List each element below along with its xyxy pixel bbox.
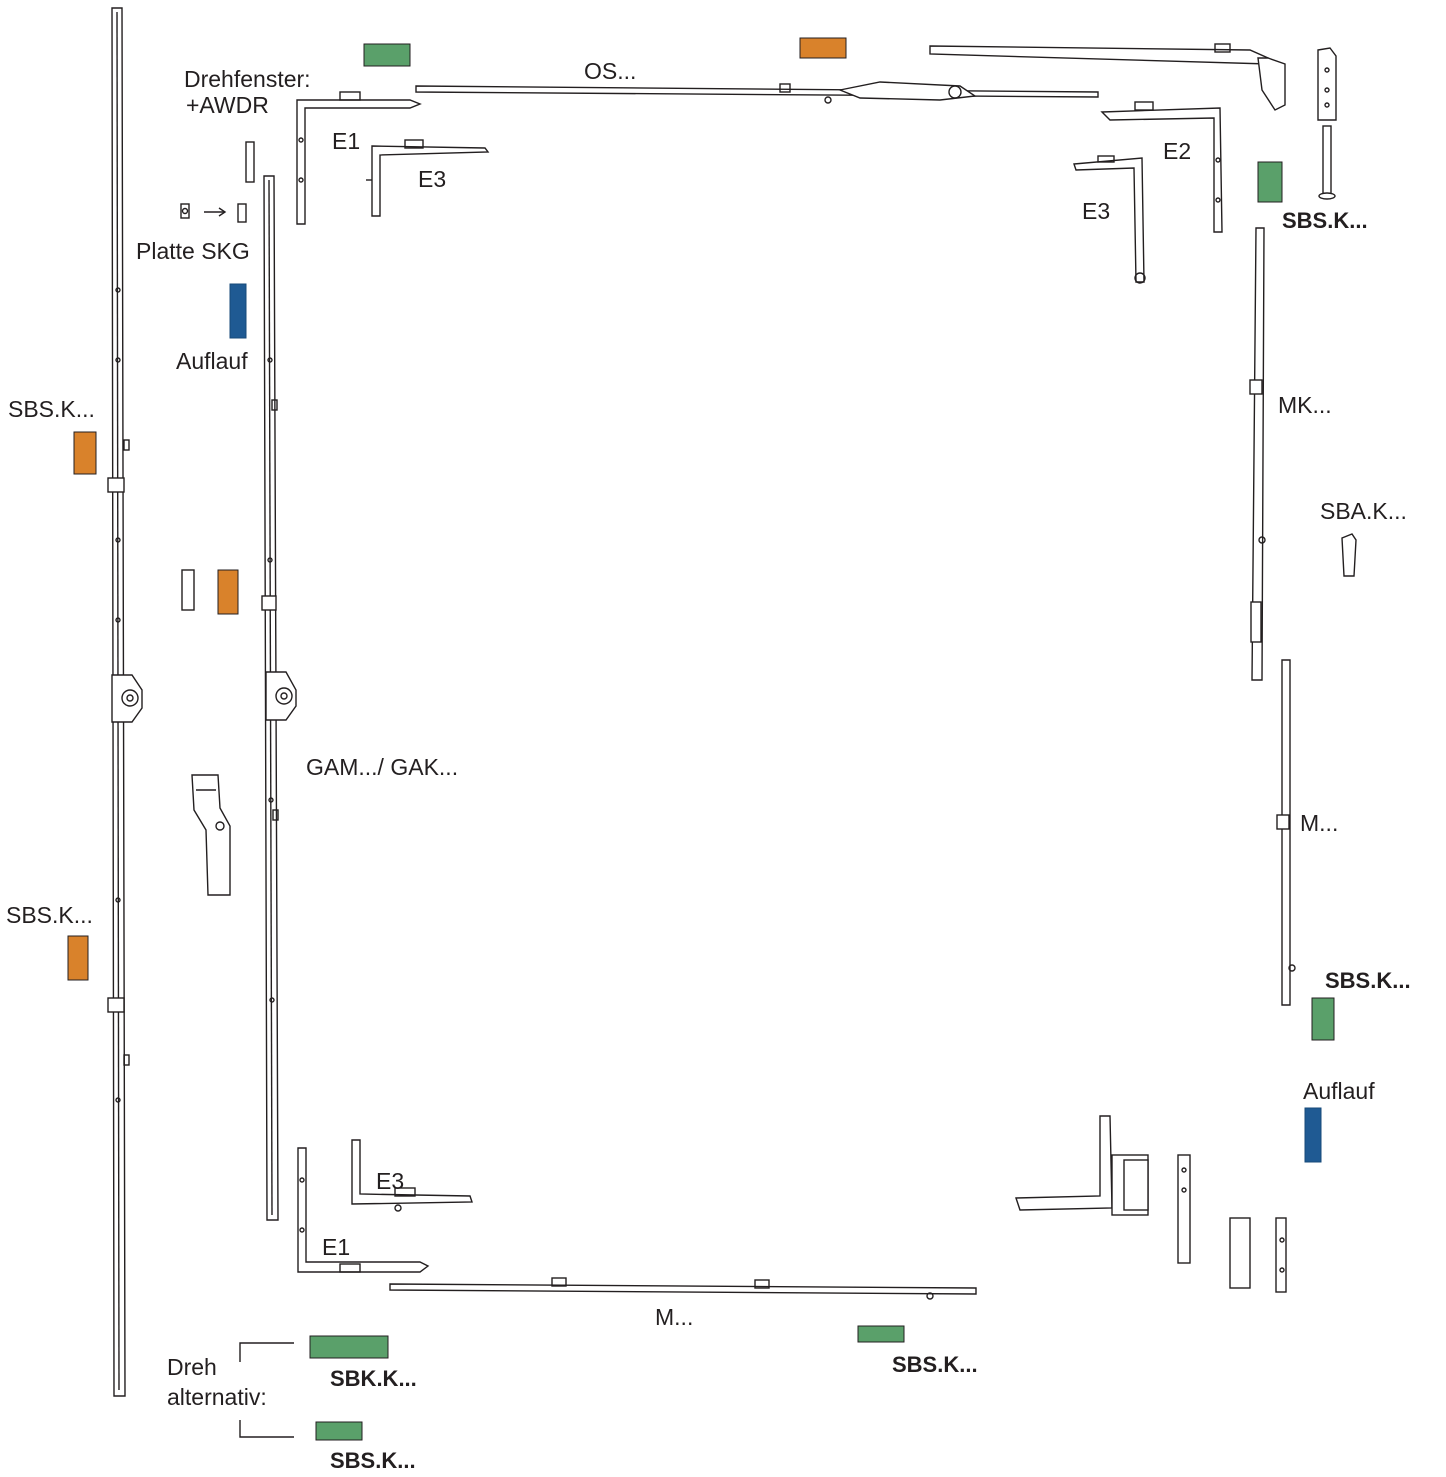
m-bottom-bar — [389, 1277, 977, 1300]
e3-top-left-corner — [366, 139, 490, 217]
orange-part-left-lower — [67, 935, 89, 981]
orange-part-left-upper — [73, 431, 97, 475]
sba-part — [1341, 533, 1357, 577]
label-e3-top-left: E3 — [418, 166, 447, 192]
right-hinge-post — [1317, 47, 1337, 200]
label-sbs-bottom-left: SBS.K... — [330, 1448, 416, 1473]
label-awdr: +AWDR — [186, 92, 269, 118]
m-right-bar — [1276, 659, 1296, 1006]
arrow-right-icon — [204, 207, 227, 217]
label-m-right: M... — [1300, 810, 1339, 836]
top-right-arm — [929, 43, 1286, 111]
label-m-bottom: M... — [655, 1304, 694, 1330]
green-part-bottom-mid — [857, 1325, 905, 1343]
e2-corner — [1100, 101, 1223, 233]
blue-striker-left — [229, 283, 247, 339]
label-drehfenster: Drehfenster: — [184, 66, 311, 92]
label-dreh: Dreh — [167, 1354, 217, 1380]
blue-striker-right — [1304, 1107, 1322, 1163]
left-long-bar — [107, 7, 143, 1397]
mk-bar — [1249, 227, 1266, 681]
label-e3-top-right: E3 — [1082, 198, 1111, 224]
e3-top-right-corner — [1073, 155, 1146, 284]
green-part-right-mid — [1311, 997, 1335, 1041]
label-alternativ: alternativ: — [167, 1384, 267, 1410]
label-sbs-left-upper: SBS.K... — [8, 396, 95, 422]
label-sbk: SBK.K... — [330, 1366, 417, 1391]
orange-part-top — [799, 37, 847, 59]
green-part-sbk — [309, 1335, 389, 1359]
window-handle — [191, 774, 231, 896]
label-os: OS... — [584, 58, 637, 84]
label-auflauf-right: Auflauf — [1303, 1078, 1375, 1104]
e3-bottom-corner — [351, 1139, 473, 1212]
awdr-plates — [180, 141, 255, 611]
e1-bottom-corner — [297, 1147, 430, 1273]
label-platte-skg: Platte SKG — [136, 238, 250, 264]
label-sbs-left-lower: SBS.K... — [6, 902, 93, 928]
gam-gak-bar — [261, 175, 297, 1221]
label-e2: E2 — [1163, 138, 1192, 164]
label-sbs-bottom-mid: SBS.K... — [892, 1352, 978, 1377]
label-mk: MK... — [1278, 392, 1332, 418]
label-auflauf-left: Auflauf — [176, 348, 248, 374]
os-top-bar — [415, 81, 1099, 104]
dreh-bracket — [239, 1342, 294, 1438]
bottom-right-hinge — [1015, 1115, 1287, 1293]
label-gam-gak: GAM.../ GAK... — [306, 754, 459, 780]
label-e1-bottom: E1 — [322, 1234, 351, 1260]
green-part-bottom-left — [315, 1421, 363, 1441]
green-part-top-right — [1257, 161, 1283, 203]
green-part-top — [363, 43, 411, 67]
orange-part-left-mid — [217, 569, 239, 615]
label-e3-bottom: E3 — [376, 1168, 405, 1194]
label-sbs-top-right: SBS.K... — [1282, 208, 1368, 233]
label-sbs-right-mid: SBS.K... — [1325, 968, 1411, 993]
label-e1-top: E1 — [332, 128, 361, 154]
label-sba: SBA.K... — [1320, 498, 1407, 524]
e1-top-corner — [296, 91, 422, 225]
